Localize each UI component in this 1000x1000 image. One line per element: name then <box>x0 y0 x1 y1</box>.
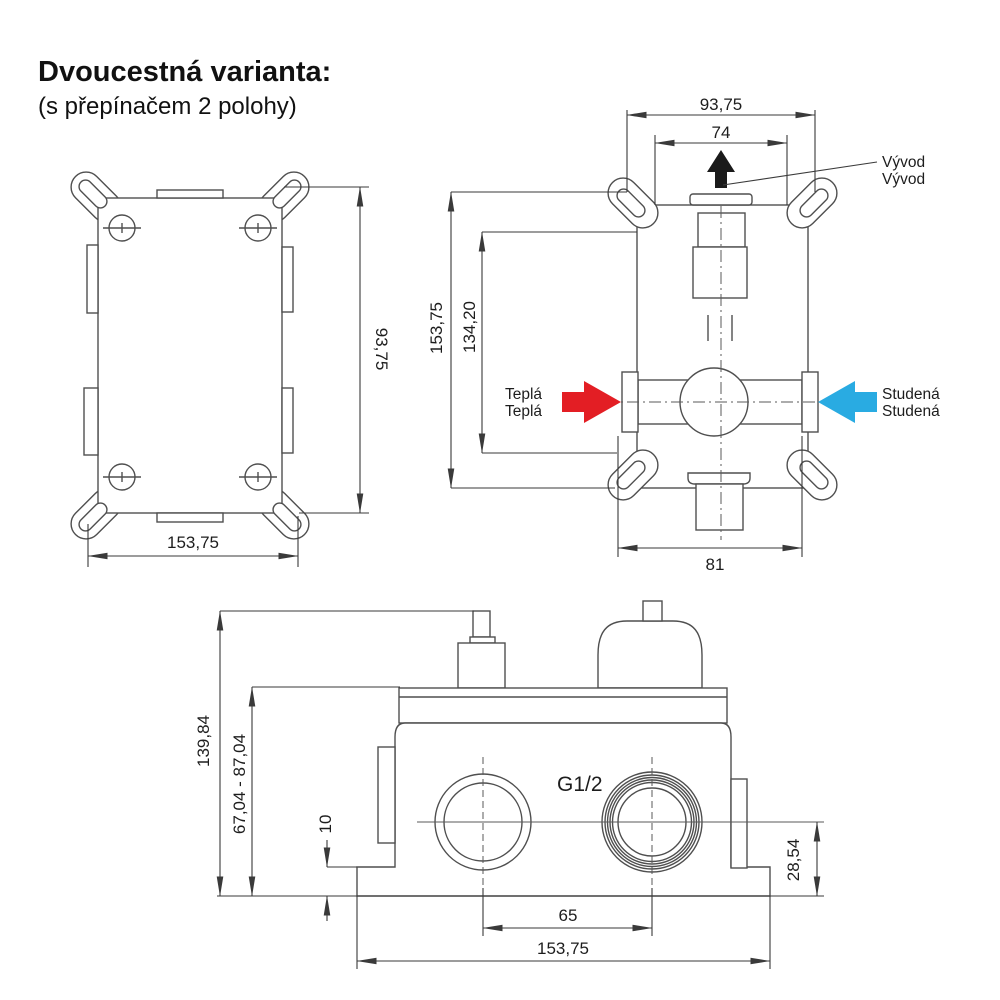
outlet-leader-line <box>722 161 878 186</box>
installation-view-dimensions: 93,75 74 153,75 134,20 81 <box>427 95 816 574</box>
front-view: 93,75 153,75 <box>70 171 391 567</box>
screw-top-right <box>239 214 277 242</box>
tab-right-lower <box>281 387 294 454</box>
dimension-outer-width-label: 93,75 <box>700 95 743 114</box>
cartridge-body <box>692 246 748 299</box>
mounting-screws <box>103 214 277 491</box>
control-dome <box>597 620 703 689</box>
page-subtitle: (s přepínačem 2 polohy) <box>38 93 297 120</box>
switch-stem-flange <box>469 636 496 644</box>
cold-label-1: Studená <box>882 386 940 403</box>
dimension-port-spacing-label: 65 <box>559 906 578 925</box>
ear-slot-top-right <box>799 188 829 218</box>
ear-slot-top-left <box>616 188 646 218</box>
installation-view: Vývod Vývod Teplá Teplá Studená Studená … <box>427 95 940 574</box>
outlet-label-2: Vývod <box>882 171 925 188</box>
cold-label-2: Studená <box>882 403 940 420</box>
switch-block <box>457 642 506 689</box>
cold-water-arrow <box>818 381 877 423</box>
body-tab-right <box>730 778 748 869</box>
dimension-total-width-label: 153,75 <box>537 939 589 958</box>
page-title: Dvoucestná varianta: <box>38 56 332 88</box>
valve-body-profile <box>356 722 771 897</box>
screw-top-left <box>103 214 141 242</box>
dimension-inner-width-label: 74 <box>712 123 731 142</box>
dome-stub <box>642 600 663 622</box>
dimension-height-range-label: 67,04 - 87,04 <box>230 734 249 834</box>
top-flange <box>398 687 728 724</box>
thread-size-label: G1/2 <box>557 773 603 796</box>
screw-bottom-left <box>103 463 141 491</box>
tab-top <box>156 189 224 199</box>
dimension-total-height-label: 139,84 <box>194 715 213 767</box>
hot-label-1: Teplá <box>505 386 542 403</box>
side-view-dimensions: 139,84 67,04 - 87,04 10 28,54 65 153,75 <box>194 610 824 969</box>
corner-ears <box>607 177 838 501</box>
tab-left-upper <box>86 244 99 314</box>
dimension-base-thickness-label: 10 <box>316 815 335 834</box>
dimension-bottom-width-label: 81 <box>706 555 725 574</box>
tab-bottom <box>156 512 224 523</box>
tab-right-upper <box>281 246 294 313</box>
ear-slot-top-left <box>78 179 108 209</box>
dimension-width-label: 153,75 <box>167 533 219 552</box>
box-body <box>97 197 283 514</box>
ear-slot-bottom-left <box>616 460 646 490</box>
side-profile-view: G1/2 139,84 67,04 - 87,04 10 28,54 <box>194 600 824 969</box>
ear-slot-bottom-right <box>272 502 302 532</box>
ear-slots <box>78 179 302 532</box>
tab-left-lower <box>83 387 99 456</box>
dimension-port-offset-label: 28,54 <box>784 839 803 882</box>
bottom-outlet-collar <box>687 472 751 485</box>
hot-water-arrow <box>562 381 621 423</box>
front-view-dimensions: 93,75 153,75 <box>87 186 391 567</box>
dimension-outer-height-label: 153,75 <box>427 302 446 354</box>
title-block: Dvoucestná varianta: (s přepínačem 2 pol… <box>38 56 331 121</box>
body-tab-left <box>377 746 396 844</box>
outlet-up-arrow <box>707 150 735 188</box>
dimension-inner-height-label: 134,20 <box>460 301 479 353</box>
switch-stem <box>472 610 491 638</box>
bottom-outlet-pipe <box>695 483 744 531</box>
ear-slot-bottom-left <box>78 502 108 532</box>
outlet-connector-plate <box>689 193 753 206</box>
outlet-label-1: Vývod <box>882 154 925 171</box>
dimension-height-label: 93,75 <box>372 328 391 371</box>
screw-bottom-right <box>239 463 277 491</box>
side-tabs <box>83 189 294 523</box>
hot-label-2: Teplá <box>505 403 542 420</box>
